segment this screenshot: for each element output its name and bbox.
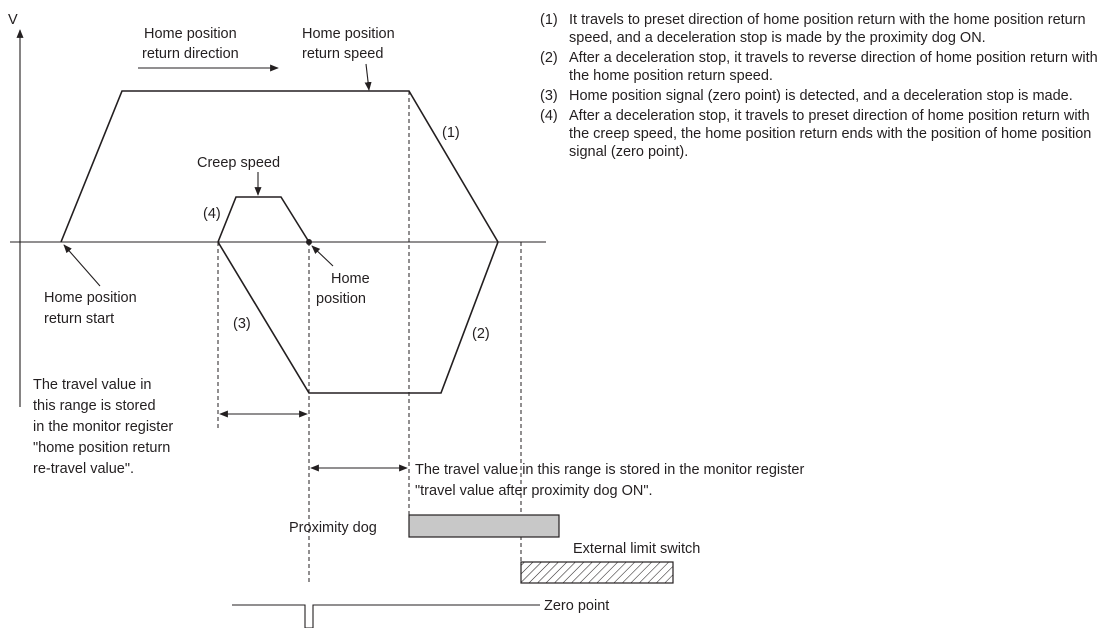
note-item: (1) It travels to preset direction of hom… — [540, 11, 1100, 47]
forward-travel-trace — [60, 90, 499, 243]
retravel-note-line3: in the monitor register — [33, 419, 173, 435]
zero-point-signal — [232, 604, 540, 628]
start-label-line1: Home position — [44, 290, 137, 306]
note-number: (1) — [540, 12, 558, 28]
creep-travel-trace — [217, 196, 310, 243]
start-label-arrow — [63, 244, 101, 287]
profile-labels: Creep speed Home position return start H… — [44, 155, 370, 327]
note-text: After a deceleration stop, it travels to… — [569, 50, 1098, 84]
procedure-notes: (1) It travels to preset direction of hom… — [540, 11, 1100, 163]
axes: V — [8, 12, 546, 407]
note-item: (4) After a deceleration stop, it travels… — [540, 107, 1100, 161]
step-marker-4: (4) — [203, 206, 221, 222]
note-item: (3) Home position signal (zero point) is … — [540, 87, 1100, 105]
retravel-note-line1: The travel value in — [33, 377, 151, 393]
reverse-travel-trace — [217, 241, 499, 394]
retravel-note-line2: this range is stored — [33, 398, 156, 414]
retravel-note-line4: "home position return — [33, 440, 170, 456]
retravel-note-line5: re-travel value". — [33, 461, 134, 477]
velocity-axis-label: V — [8, 12, 18, 28]
dog-on-note-line1: The travel value in this range is stored… — [415, 462, 804, 478]
home-label-line2: position — [316, 291, 366, 307]
home-label-arrow — [311, 245, 334, 267]
speed-label-arrow — [364, 63, 372, 91]
step-marker-1: (1) — [442, 125, 460, 141]
note-item: (2) After a deceleration stop, it travels… — [540, 49, 1100, 85]
limit-switch-label: External limit switch — [573, 541, 700, 557]
speed-profile — [60, 90, 499, 394]
home-label-line1: Home — [331, 271, 370, 287]
proximity-dog-label: Proximity dog — [289, 520, 377, 536]
note-number: (2) — [540, 50, 558, 66]
direction-label-line2: return direction — [142, 46, 239, 62]
speed-label-line1: Home position — [302, 26, 395, 42]
note-number: (4) — [540, 108, 558, 124]
top-labels: Home position return direction Home posi… — [138, 26, 395, 91]
speed-label-line2: return speed — [302, 46, 383, 62]
start-label-line2: return start — [44, 311, 114, 327]
range-annotations: The travel value in this range is stored… — [33, 377, 804, 499]
creep-speed-label: Creep speed — [197, 155, 280, 171]
guide-lines — [217, 91, 522, 582]
dog-on-note-line2: "travel value after proximity dog ON". — [415, 483, 653, 499]
step-marker-3: (3) — [233, 316, 251, 332]
note-text: After a deceleration stop, it travels to… — [569, 108, 1092, 160]
proximity-dog-bar — [408, 514, 560, 538]
step-marker-2: (2) — [472, 326, 490, 342]
note-text: It travels to preset direction of home p… — [569, 12, 1086, 46]
step-markers: (1) (2) (3) (4) — [203, 125, 490, 342]
zero-point-label: Zero point — [544, 598, 609, 614]
note-text: Home position signal (zero point) is det… — [569, 88, 1073, 104]
note-number: (3) — [540, 88, 558, 104]
limit-switch-bar — [520, 561, 674, 584]
direction-label-line1: Home position — [144, 26, 237, 42]
signals: Proximity dog External limit switch Zero… — [232, 514, 700, 628]
